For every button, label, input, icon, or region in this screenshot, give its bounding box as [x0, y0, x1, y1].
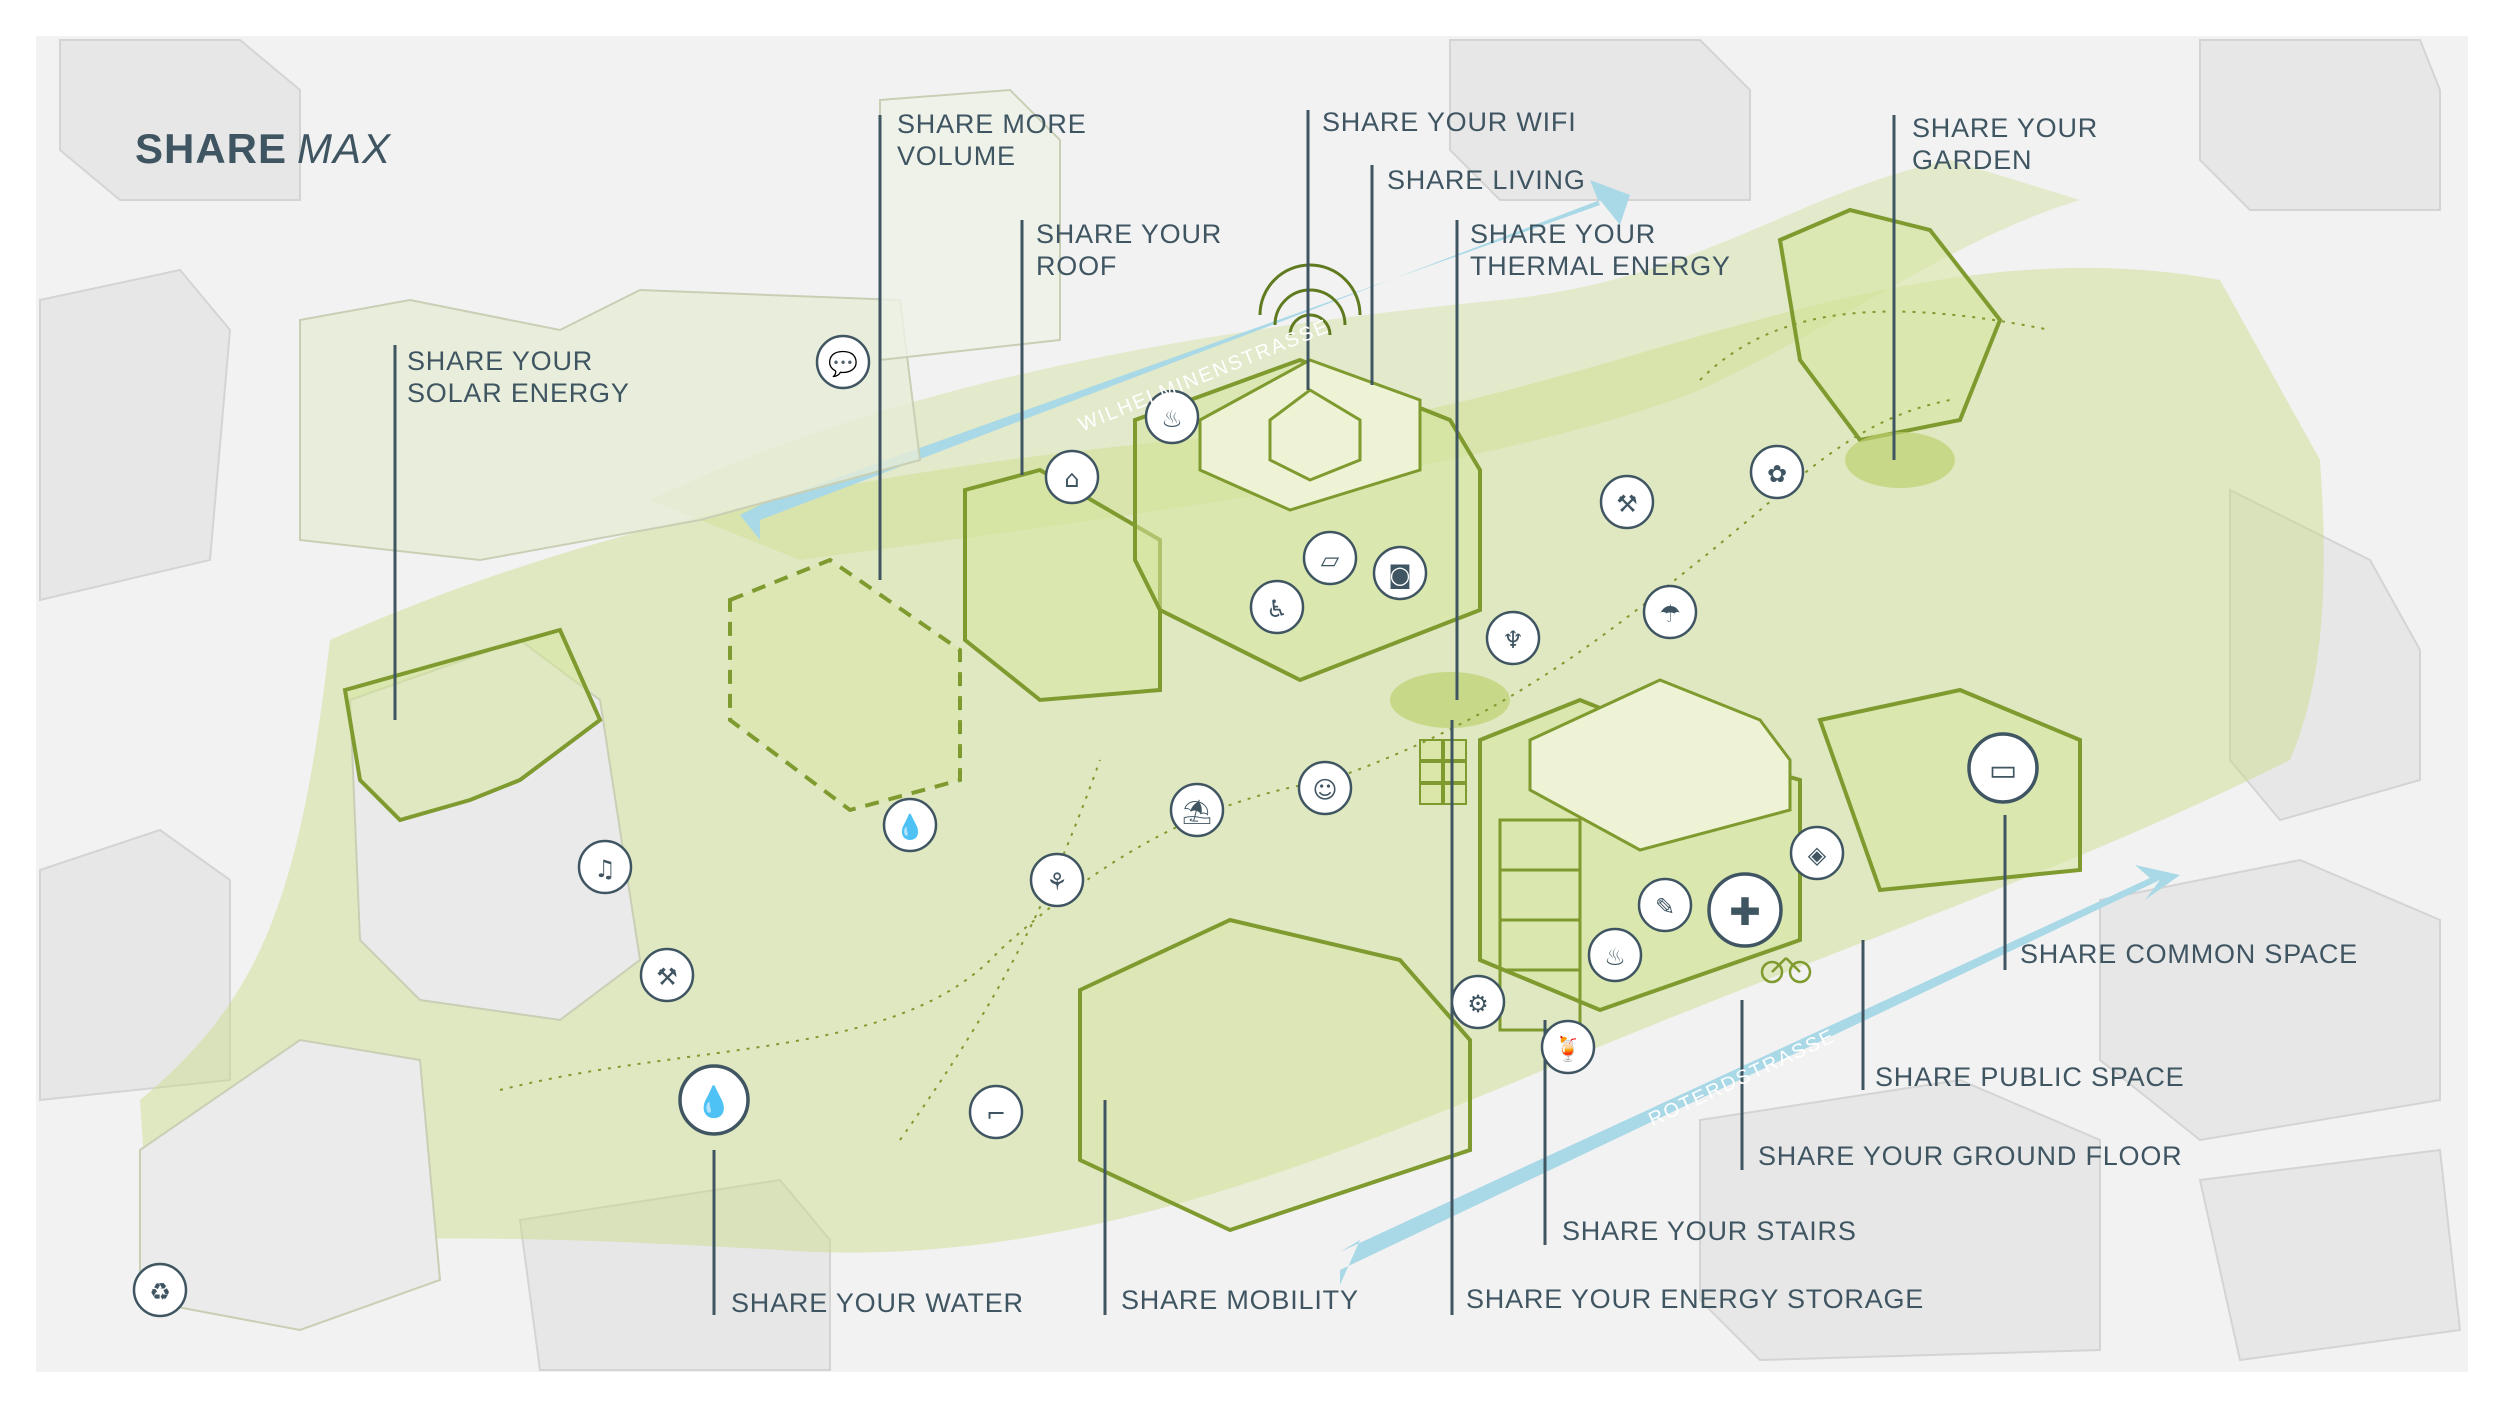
svg-text:⛱: ⛱ [1182, 798, 1212, 826]
label-roof-line-2: ROOF [1036, 251, 1118, 281]
label-water: SHARE YOUR WATER [731, 1288, 1024, 1318]
label-garden: SHARE YOUR GARDEN [1912, 112, 2098, 176]
stairs-frame [1498, 818, 1582, 1032]
ground-floor-roof [1528, 678, 1792, 852]
label-thermal-line-1: SHARE YOUR [1470, 219, 1657, 249]
street-arrows [740, 180, 2180, 1285]
fire-icon: ♆ [1485, 610, 1541, 666]
sunbed-icon: ⛱ [1169, 782, 1225, 838]
roof-building [963, 467, 1162, 703]
svg-text:💬: 💬 [828, 350, 858, 378]
energy-storage-stack [1419, 739, 1467, 805]
svg-text:♫: ♫ [594, 855, 616, 883]
svg-text:⌂: ⌂ [1064, 465, 1079, 493]
package-icon: ◈ [1789, 825, 1845, 881]
svg-text:💧: 💧 [695, 1084, 732, 1120]
label-wifi: SHARE YOUR WIFI [1322, 107, 1577, 137]
shared-ground-area [140, 267, 2324, 1253]
svg-text:♆: ♆ [1502, 626, 1524, 654]
smile-icon: ☺ [1297, 760, 1353, 816]
svg-text:▱: ▱ [1321, 546, 1340, 574]
svg-text:🍹: 🍹 [1553, 1034, 1583, 1063]
svg-text:⚒: ⚒ [1616, 490, 1638, 518]
label-living: SHARE LIVING [1387, 165, 1586, 195]
label-solar-line-2: SOLAR ENERGY [407, 378, 630, 408]
tool-icon: ⚙ [1450, 974, 1506, 1030]
medical-cross-icon: ✚ [1707, 872, 1783, 948]
dumbbell-icon-2: ⚒ [639, 947, 695, 1003]
title-bold: SHARE [135, 125, 288, 172]
slide-icon: ⌐ [968, 1084, 1024, 1140]
washing-machine-icon: ◙ [1372, 545, 1428, 601]
label-stairs: SHARE YOUR STAIRS [1562, 1216, 1857, 1246]
label-volume-line-1: SHARE MORE [897, 109, 1087, 139]
svg-text:✿: ✿ [1767, 460, 1787, 488]
wifi-signal [1258, 263, 1362, 336]
cooking-pot-icon: ♨ [1587, 927, 1643, 983]
svg-text:♻: ♻ [149, 1278, 171, 1306]
label-garden-line-2: GARDEN [1912, 145, 2033, 175]
south-street-arrow [1340, 865, 2180, 1285]
label-ground-floor: SHARE YOUR GROUND FLOOR [1758, 1141, 2183, 1171]
svg-text:☺: ☺ [1312, 776, 1337, 804]
svg-text:✚: ✚ [1729, 890, 1761, 934]
label-solar-energy: SHARE YOUR SOLAR ENERGY [407, 345, 630, 409]
more-volume-building [728, 557, 962, 813]
drink-icon: 🍹 [1540, 1019, 1596, 1075]
toilet-icon: ▱ [1302, 530, 1358, 586]
label-public-space: SHARE PUBLIC SPACE [1875, 1062, 2185, 1092]
svg-text:♿: ♿ [1266, 595, 1288, 623]
svg-text:▭: ▭ [1989, 753, 2017, 788]
dumbbell-icon: ⚒ [1599, 474, 1655, 530]
label-energy-storage: SHARE YOUR ENERGY STORAGE [1466, 1284, 1925, 1314]
music-icon: ♫ [577, 839, 633, 895]
rain-icon: ☂ [1642, 584, 1698, 640]
label-mobility: SHARE MOBILITY [1121, 1285, 1359, 1315]
svg-text:♨: ♨ [1604, 943, 1626, 971]
flower-icon: ✿ [1749, 444, 1805, 500]
svg-text:⚘: ⚘ [1046, 868, 1068, 896]
paintbrush-icon: ✎ [1637, 877, 1693, 933]
garden-building [1777, 207, 2003, 443]
svg-text:⌐: ⌐ [986, 1100, 1006, 1128]
label-roof-line-1: SHARE YOUR [1036, 219, 1223, 249]
water-drop-icon-2: 💧 [678, 1064, 750, 1136]
laptop-icon: ▭ [1967, 732, 2039, 804]
plant-icon: ⚘ [1029, 852, 1085, 908]
svg-text:✎: ✎ [1655, 893, 1675, 921]
grill-icon: ♨ [1144, 389, 1200, 445]
label-thermal-line-2: THERMAL ENERGY [1470, 251, 1731, 281]
label-common-space: SHARE COMMON SPACE [2020, 939, 2358, 969]
svg-text:☂: ☂ [1659, 600, 1681, 628]
label-garden-line-1: SHARE YOUR [1912, 113, 2099, 143]
bicycle-icon [1760, 957, 1812, 984]
water-drop-icon: 💧 [882, 797, 938, 853]
bed-icon: ⌂ [1044, 449, 1100, 505]
solar-roof-building [342, 627, 603, 823]
svg-text:💧: 💧 [895, 813, 925, 841]
title-italic: MAX [297, 125, 392, 172]
living-roof [1198, 358, 1422, 512]
recycle-icon: ♻ [132, 1262, 188, 1318]
svg-text:◈: ◈ [1808, 841, 1827, 869]
svg-text:⚙: ⚙ [1467, 990, 1489, 1018]
label-thermal-energy: SHARE YOUR THERMAL ENERGY [1470, 218, 1731, 282]
chat-icon: 💬 [815, 334, 871, 390]
label-volume-line-2: VOLUME [897, 141, 1016, 171]
garden-area [1845, 432, 1955, 488]
svg-text:⚒: ⚒ [656, 963, 678, 991]
label-solar-line-1: SHARE YOUR [407, 346, 594, 376]
label-roof: SHARE YOUR ROOF [1036, 218, 1222, 282]
svg-text:◙: ◙ [1388, 561, 1411, 589]
thermal-area [1390, 672, 1510, 728]
label-more-volume: SHARE MORE VOLUME [897, 108, 1087, 172]
context-buildings [39, 39, 2462, 1371]
svg-text:♨: ♨ [1161, 405, 1183, 433]
wheelchair-icon: ♿ [1249, 579, 1305, 635]
